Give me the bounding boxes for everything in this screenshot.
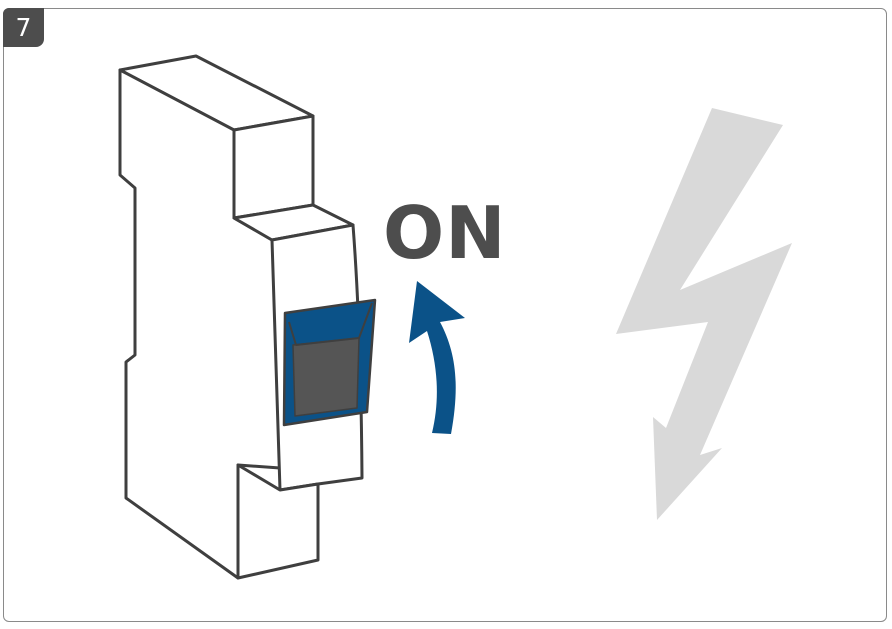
- on-label: ON: [383, 191, 507, 275]
- curved-up-arrow-icon: [409, 281, 465, 434]
- lightning-bolt-icon: [616, 108, 792, 520]
- step-number-badge: 7: [3, 8, 44, 47]
- breaker-toggle: [282, 298, 377, 427]
